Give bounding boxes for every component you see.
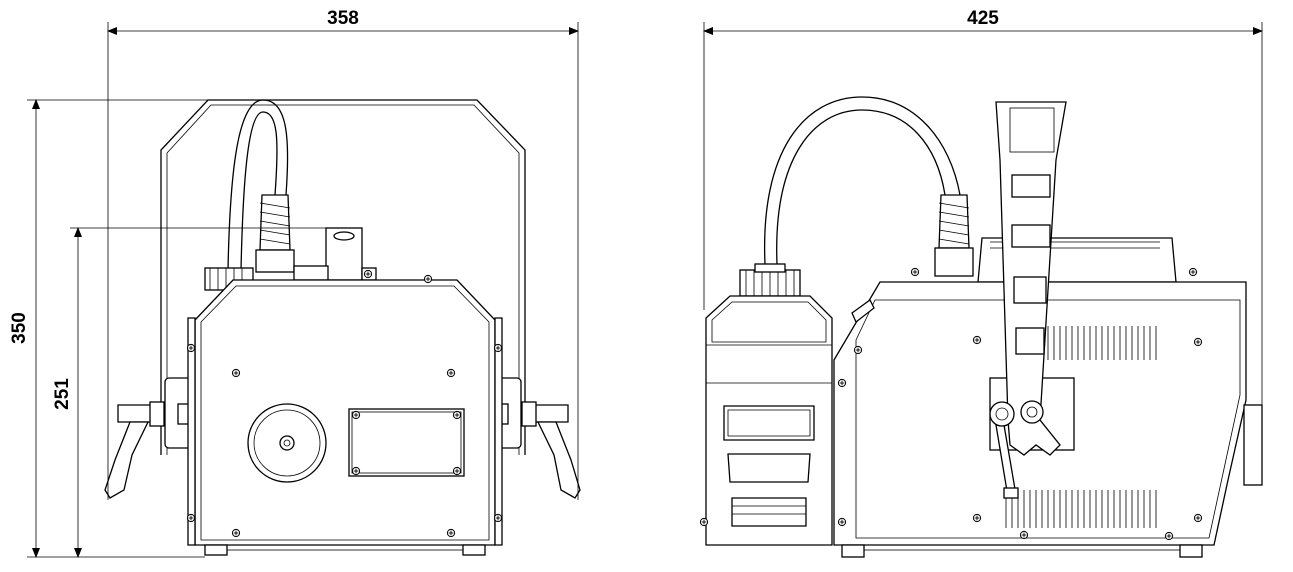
dimension-labels: 358 425 350 251 — [9, 8, 999, 410]
dim-label-251: 251 — [52, 378, 73, 410]
side-hose — [763, 96, 974, 277]
dim-label-358: 358 — [327, 8, 359, 29]
dimension-lines — [27, 22, 1263, 558]
side-bracket — [989, 101, 1075, 499]
right-lever-handle — [493, 401, 581, 499]
left-lever-handle — [104, 401, 193, 499]
dim-label-350: 350 — [9, 312, 30, 344]
side-vents — [1005, 326, 1157, 528]
fluid-tank — [705, 263, 833, 546]
dim-label-425: 425 — [967, 8, 999, 29]
label-plate — [348, 408, 465, 477]
front-view — [104, 99, 581, 556]
hose — [227, 99, 295, 273]
side-view — [699, 96, 1263, 558]
output-lens — [247, 403, 327, 483]
